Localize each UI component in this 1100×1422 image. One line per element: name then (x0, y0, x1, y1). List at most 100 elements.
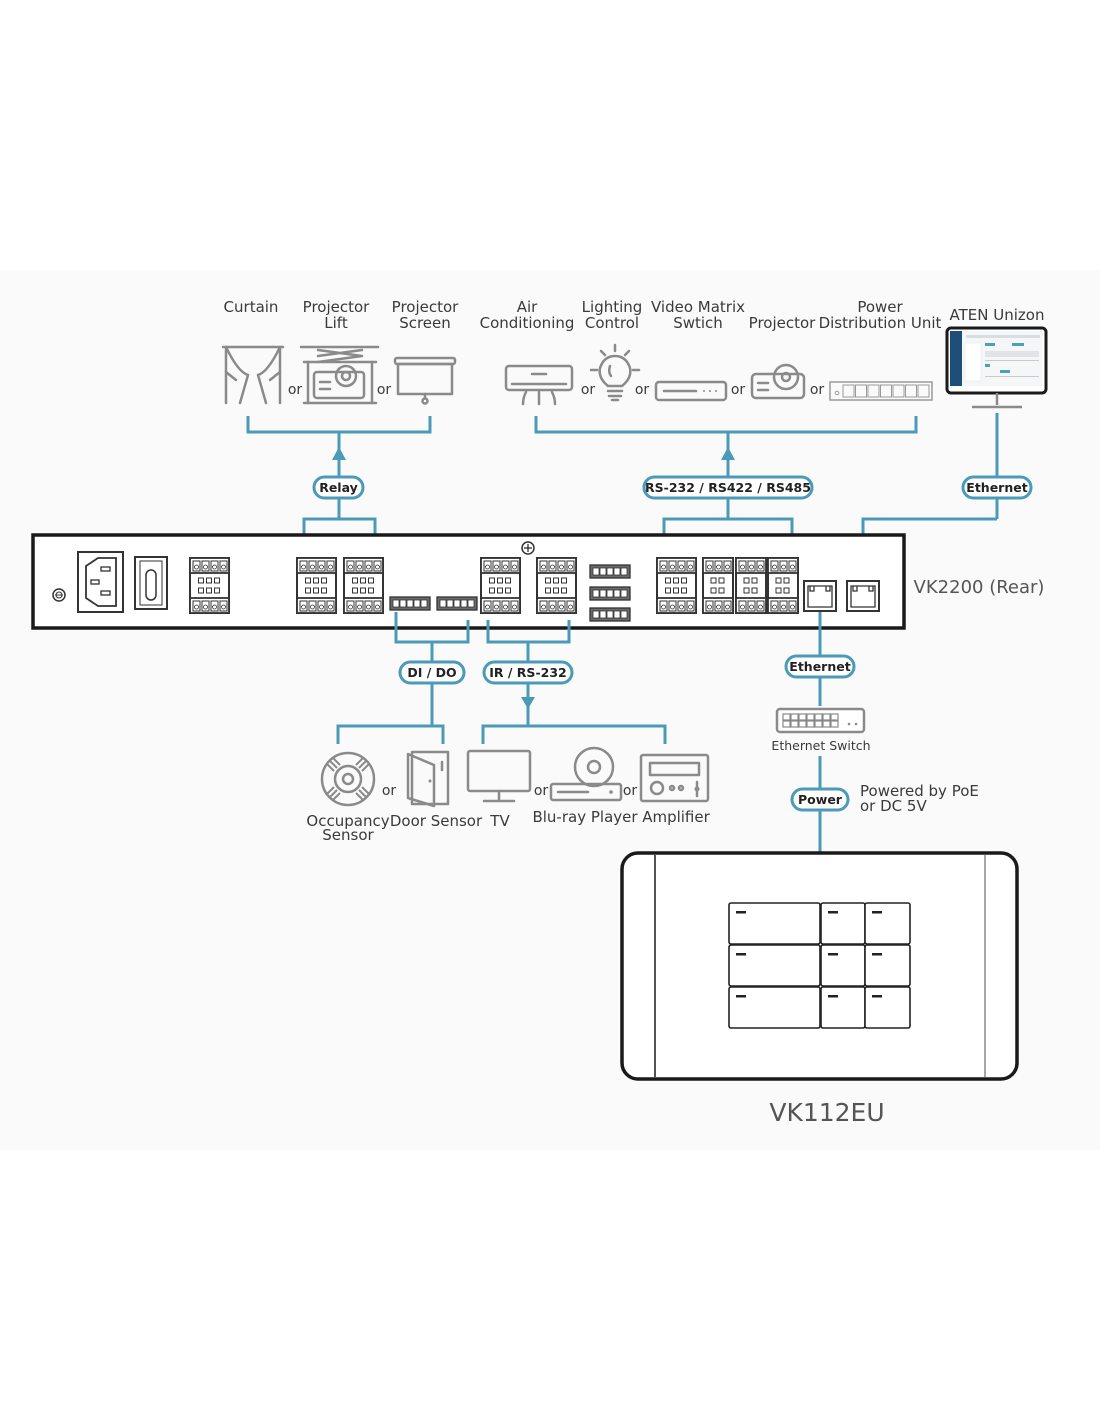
switch-port (806, 713, 815, 721)
keypad-button[interactable] (864, 986, 911, 1029)
pdu-outlet (855, 384, 867, 398)
svg-text:Ethernet: Ethernet (966, 480, 1027, 495)
or-text: or (635, 382, 650, 398)
serial-terminal-block (767, 557, 799, 614)
terminal-block (189, 557, 230, 614)
switch-port (830, 720, 839, 728)
switch-port (798, 720, 807, 728)
led-indicator-icon (736, 953, 746, 956)
label-video-matrix-switch: Video Matrix Swtich (651, 298, 745, 332)
svg-text:Control: Control (585, 314, 639, 332)
ir-bus (481, 620, 667, 744)
label-lighting-control: Lighting Control (582, 298, 643, 332)
relay-terminal-block (296, 557, 337, 614)
svg-text:Conditioning: Conditioning (480, 314, 575, 332)
keypad-button[interactable] (728, 902, 821, 945)
keypad-button[interactable] (820, 944, 866, 987)
amplifier-icon (639, 753, 710, 803)
projector-lift-icon (299, 345, 380, 405)
power-pill: Power (790, 787, 850, 812)
svg-text:Lighting: Lighting (582, 298, 643, 316)
svg-text:or DC 5V: or DC 5V (860, 797, 927, 815)
led-indicator-icon (872, 911, 882, 914)
svg-text:DI / DO: DI / DO (407, 665, 456, 680)
terminal-strip (589, 564, 631, 579)
label-projector-lift: Projector Lift (303, 298, 370, 332)
keypad-button[interactable] (728, 944, 821, 987)
projector-icon (750, 363, 806, 400)
keypad-button[interactable] (864, 944, 911, 987)
label-bluray-player: Blu-ray Player (532, 808, 638, 826)
led-indicator-icon (736, 911, 746, 914)
ethernet-switch-icon (775, 707, 866, 734)
pdu-icon (829, 381, 933, 401)
lan-port-2 (846, 580, 880, 612)
svg-text:Power: Power (857, 298, 903, 316)
pdu-outlet (842, 384, 855, 398)
keypad-button[interactable] (864, 902, 911, 945)
keypad-button[interactable] (728, 986, 821, 1029)
switch-port (814, 713, 823, 721)
svg-text:Ethernet: Ethernet (789, 659, 850, 674)
led-indicator-icon (872, 995, 882, 998)
label-occupancy-sensor: Occupancy Sensor (306, 812, 389, 844)
svg-text:Projector: Projector (749, 314, 816, 332)
svg-text:Projector: Projector (303, 298, 370, 316)
switch-port (814, 720, 823, 728)
svg-text:Air: Air (517, 298, 538, 316)
keypad-button[interactable] (820, 986, 866, 1029)
svg-text:Swtich: Swtich (673, 314, 723, 332)
label-curtain: Curtain (224, 298, 279, 316)
svg-text:Power: Power (798, 792, 843, 807)
occupancy-sensor-icon (320, 751, 376, 807)
bluray-player-icon (549, 746, 623, 802)
pdu-outlet (905, 384, 917, 398)
ir-terminal-block (480, 557, 521, 614)
relay-pill: Relay (312, 475, 365, 500)
svg-text:Sensor: Sensor (322, 826, 374, 844)
serial-terminal-block (735, 557, 767, 614)
svg-text:Distribution Unit: Distribution Unit (819, 314, 942, 332)
svg-text:Screen: Screen (399, 314, 451, 332)
led-indicator-icon (828, 953, 838, 956)
switch-port (782, 713, 791, 721)
or-text: or (534, 783, 549, 799)
svg-text:Powered by PoE: Powered by PoE (860, 782, 979, 800)
arrow-down-icon (521, 697, 535, 709)
monitor-icon (945, 326, 1048, 409)
power-note: Powered by PoE or DC 5V (860, 782, 979, 815)
or-text: or (623, 783, 638, 799)
label-tv: TV (489, 812, 510, 830)
terminal-strip (589, 607, 631, 622)
switch-port (790, 713, 799, 721)
air-conditioner-icon (504, 364, 574, 406)
ethernet-top-pill: Ethernet (961, 475, 1033, 500)
relay-terminal-block (343, 557, 384, 614)
svg-text:Occupancy: Occupancy (306, 812, 389, 830)
terminal-strip (589, 586, 631, 601)
light-bulb-icon (589, 343, 641, 402)
arrow-up-icon (721, 447, 735, 460)
vk112eu-label: VK112EU (769, 1098, 884, 1127)
or-text: or (382, 783, 397, 799)
or-text: or (581, 382, 596, 398)
switch-port (798, 713, 807, 721)
serial-pill: RS-232 / RS422 / RS485 (642, 475, 814, 500)
tv-icon (466, 749, 532, 803)
vk112eu-keypad (620, 851, 1019, 1081)
or-text: or (377, 382, 392, 398)
label-amplifier: Amplifier (642, 808, 710, 826)
led-indicator-icon (828, 911, 838, 914)
svg-text:Relay: Relay (319, 480, 358, 495)
or-text: or (288, 382, 303, 398)
label-projector: Projector (749, 314, 816, 332)
led-indicator-icon (872, 953, 882, 956)
video-matrix-switch-icon (654, 380, 728, 402)
or-text: or (731, 382, 746, 398)
serial-terminal-block (656, 557, 697, 614)
keypad-button[interactable] (820, 902, 866, 945)
power-inlet-icon (77, 551, 124, 613)
dido-pill: DI / DO (398, 660, 466, 685)
led-indicator-icon (736, 995, 746, 998)
